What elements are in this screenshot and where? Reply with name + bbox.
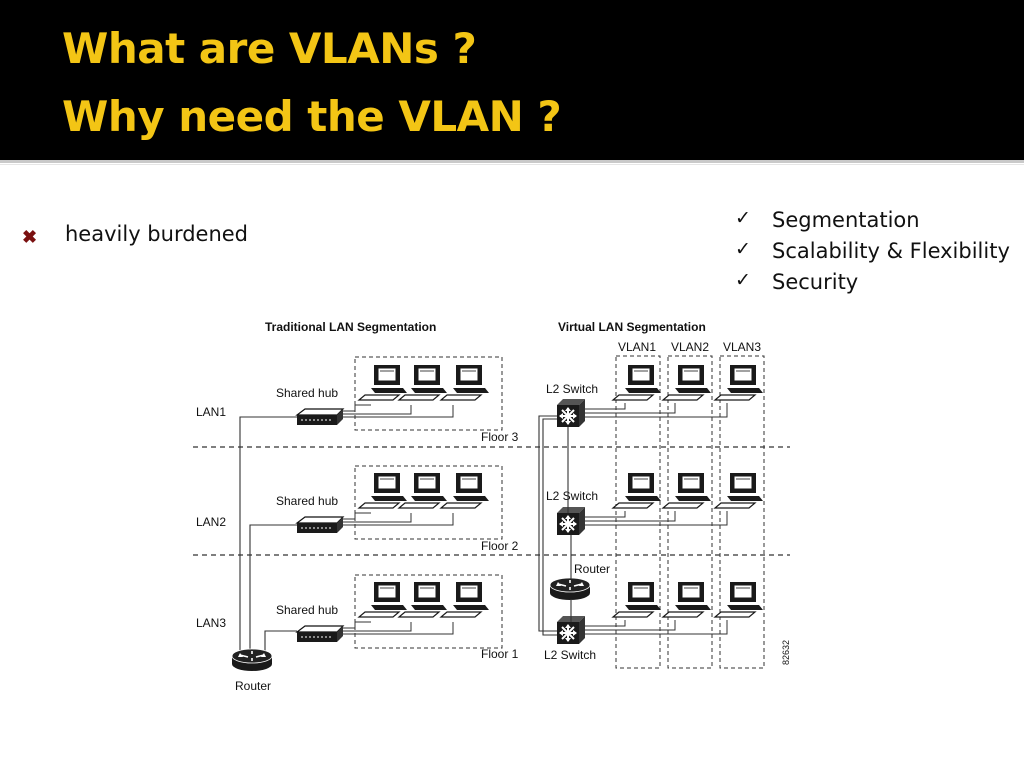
router-icon xyxy=(549,577,591,601)
l2-switch-label-3: L2 Switch xyxy=(546,382,598,396)
floor1-pc-group xyxy=(354,574,503,649)
pc-icon xyxy=(612,581,662,618)
floor2-label: Floor 2 xyxy=(481,539,519,553)
l2-switch-label-1: L2 Switch xyxy=(544,648,596,662)
vlan2-column xyxy=(667,355,713,669)
vlan2-label: VLAN2 xyxy=(671,340,709,354)
l2-switch-icon xyxy=(556,506,586,536)
title-divider xyxy=(0,160,1024,163)
pc-icon xyxy=(662,364,712,401)
router-icon xyxy=(231,648,273,672)
shared-hub-label-1: Shared hub xyxy=(276,603,338,617)
pc-icon xyxy=(714,581,764,618)
pc-icon xyxy=(398,364,448,401)
pc-icon xyxy=(440,364,490,401)
pc-icon xyxy=(662,472,712,509)
pc-icon xyxy=(398,472,448,509)
shared-hub-icon xyxy=(296,516,344,534)
title-divider-light xyxy=(0,164,1024,165)
vlan-router-label: Router xyxy=(574,562,610,576)
hub-pc-cabling xyxy=(343,404,454,635)
pc-icon xyxy=(398,581,448,618)
pc-icon xyxy=(358,472,408,509)
title-bar xyxy=(0,0,1024,160)
slide-title-line1: What are VLANs ? xyxy=(62,24,477,73)
pc-icon xyxy=(612,364,662,401)
pc-icon xyxy=(714,364,764,401)
vlan1-label: VLAN1 xyxy=(618,340,656,354)
bullet-heavily-burdened: heavily burdened xyxy=(65,222,249,246)
floor3-pc-group xyxy=(354,356,503,431)
bullet-scalability: Scalability & Flexibility xyxy=(772,239,1010,263)
floor2-pc-group xyxy=(354,465,503,540)
shared-hub-label-3: Shared hub xyxy=(276,386,338,400)
virtual-lan-title: Virtual LAN Segmentation xyxy=(558,320,706,334)
vlan-segmentation-diagram: Traditional LAN Segmentation Virtual LAN… xyxy=(193,320,791,693)
traditional-lan-title: Traditional LAN Segmentation xyxy=(265,320,436,334)
floor1-label: Floor 1 xyxy=(481,647,519,661)
pc-icon xyxy=(612,472,662,509)
traditional-router-cabling xyxy=(239,416,297,654)
vlan3-column xyxy=(719,355,765,669)
check-icon: ✓ xyxy=(735,208,751,229)
floor3-label: Floor 3 xyxy=(481,430,519,444)
lan1-label: LAN1 xyxy=(196,405,226,419)
pc-icon xyxy=(440,472,490,509)
pc-icon xyxy=(440,581,490,618)
pc-icon xyxy=(662,581,712,618)
check-icon: ✓ xyxy=(735,270,751,291)
l2-switch-icon xyxy=(556,398,586,428)
bullet-segmentation: Segmentation xyxy=(772,208,920,232)
vlan3-label: VLAN3 xyxy=(723,340,761,354)
traditional-router-label: Router xyxy=(235,679,271,693)
lan3-label: LAN3 xyxy=(196,616,226,630)
vlan1-column xyxy=(615,355,661,669)
bullet-security: Security xyxy=(772,270,859,294)
switch-pc-cabling xyxy=(585,403,728,635)
lan2-label: LAN2 xyxy=(196,515,226,529)
pc-icon xyxy=(358,364,408,401)
l2-switch-label-2: L2 Switch xyxy=(546,489,598,503)
shared-hub-icon xyxy=(296,408,344,426)
slide-title-line2: Why need the VLAN ? xyxy=(62,92,562,141)
pc-icon xyxy=(714,472,764,509)
trunk-cabling xyxy=(538,415,572,636)
x-mark-icon: ✖ xyxy=(22,227,38,247)
check-icon: ✓ xyxy=(735,239,751,260)
figure-id: 82632 xyxy=(781,640,791,665)
shared-hub-icon xyxy=(296,625,344,643)
pc-icon xyxy=(358,581,408,618)
shared-hub-label-2: Shared hub xyxy=(276,494,338,508)
